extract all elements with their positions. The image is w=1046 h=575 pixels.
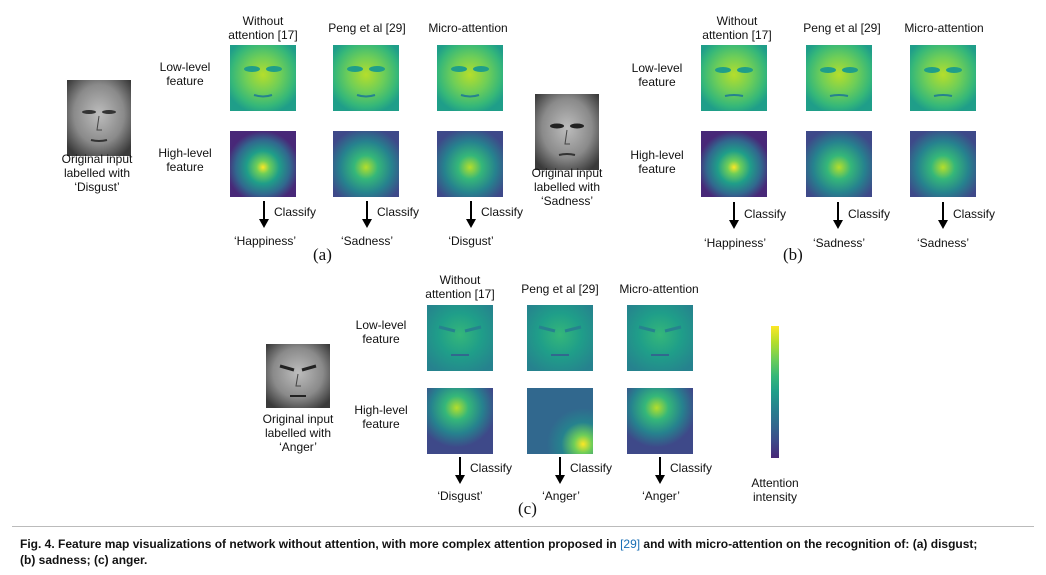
- classify-label: Classify: [744, 207, 787, 221]
- prediction-label: ‘Disgust’: [437, 489, 483, 503]
- classify-label: Classify: [848, 207, 891, 221]
- prediction-label: ‘Sadness’: [340, 234, 394, 248]
- low-level-map: [230, 45, 296, 111]
- classify-label: Classify: [377, 205, 420, 219]
- column-header-micro-attention: Micro-attention: [904, 21, 984, 35]
- high-level-map: [806, 131, 872, 197]
- original-input-label: Original input labelled with ‘Disgust’: [61, 152, 133, 194]
- classify-label: Classify: [470, 461, 513, 475]
- low-level-map: [333, 45, 399, 111]
- caption-fig-label: Fig. 4.: [20, 537, 55, 551]
- original-face-image: [67, 80, 131, 156]
- classify-label: Classify: [481, 205, 524, 219]
- prediction-label: ‘Anger’: [642, 489, 680, 503]
- low-level-map: [806, 45, 872, 111]
- classify-label: Classify: [274, 205, 317, 219]
- column-header-peng: Peng et al [29]: [328, 21, 406, 35]
- caption-text: Feature map visualizations of network wi…: [58, 537, 621, 551]
- prediction-label: ‘Sadness’: [812, 236, 866, 250]
- column-header-peng: Peng et al [29]: [803, 21, 881, 35]
- column-header-without-attention: Without attention [17]: [425, 273, 495, 301]
- panel-letter: (c): [518, 499, 537, 518]
- high-level-map: [527, 388, 593, 454]
- down-arrow-icon: [655, 457, 665, 485]
- classify-label: Classify: [670, 461, 713, 475]
- row-label-low-level: Low-level feature: [631, 61, 683, 89]
- original-face-image: [266, 344, 330, 420]
- down-arrow-icon: [729, 202, 739, 230]
- down-arrow-icon: [833, 202, 843, 230]
- colorbar-label: Attention intensity: [751, 476, 799, 504]
- prediction-label: ‘Sadness’: [916, 236, 970, 250]
- high-level-map: [437, 131, 503, 197]
- high-level-map: [333, 131, 399, 197]
- down-arrow-icon: [466, 201, 476, 229]
- caption-line2: (b) sadness; (c) anger.: [20, 553, 148, 567]
- prediction-label: ‘Disgust’: [448, 234, 494, 248]
- low-level-map: [437, 45, 503, 111]
- high-level-map: [627, 388, 693, 454]
- row-label-low-level: Low-level feature: [159, 60, 211, 88]
- prediction-label: ‘Happiness’: [233, 234, 297, 248]
- down-arrow-icon: [362, 201, 372, 229]
- column-header-without-attention: Without attention [17]: [228, 14, 298, 42]
- down-arrow-icon: [938, 202, 948, 230]
- down-arrow-icon: [455, 457, 465, 485]
- classify-label: Classify: [953, 207, 996, 221]
- low-level-map: [427, 305, 493, 371]
- column-header-without-attention: Without attention [17]: [702, 14, 772, 42]
- prediction-label: ‘Happiness’: [703, 236, 767, 250]
- column-header-micro-attention: Micro-attention: [428, 21, 508, 35]
- high-level-map: [701, 131, 767, 197]
- original-input-label: Original input labelled with ‘Sadness’: [531, 166, 603, 208]
- caption-reference-link[interactable]: [29]: [620, 537, 641, 551]
- row-label-high-level: High-level feature: [630, 148, 684, 176]
- low-level-map: [627, 305, 693, 371]
- column-header-peng: Peng et al [29]: [521, 282, 599, 296]
- original-face-image: [535, 94, 599, 170]
- panel-letter: (b): [783, 245, 803, 264]
- prediction-label: ‘Anger’: [542, 489, 580, 503]
- row-label-high-level: High-level feature: [158, 146, 212, 174]
- down-arrow-icon: [555, 457, 565, 485]
- low-level-map: [527, 305, 593, 371]
- column-header-micro-attention: Micro-attention: [619, 282, 699, 296]
- figure-caption: Fig. 4. Feature map visualizations of ne…: [20, 536, 1036, 568]
- row-label-high-level: High-level feature: [354, 403, 408, 431]
- high-level-map: [910, 131, 976, 197]
- high-level-map: [427, 388, 493, 454]
- row-label-low-level: Low-level feature: [355, 318, 407, 346]
- down-arrow-icon: [259, 201, 269, 229]
- caption-divider: [12, 526, 1034, 527]
- caption-text-cont: and with micro-attention on the recognit…: [640, 537, 978, 551]
- original-input-label: Original input labelled with ‘Anger’: [262, 412, 334, 454]
- classify-label: Classify: [570, 461, 613, 475]
- attention-colorbar: [771, 326, 779, 458]
- high-level-map: [230, 131, 296, 197]
- panel-letter: (a): [313, 245, 332, 264]
- low-level-map: [910, 45, 976, 111]
- low-level-map: [701, 45, 767, 111]
